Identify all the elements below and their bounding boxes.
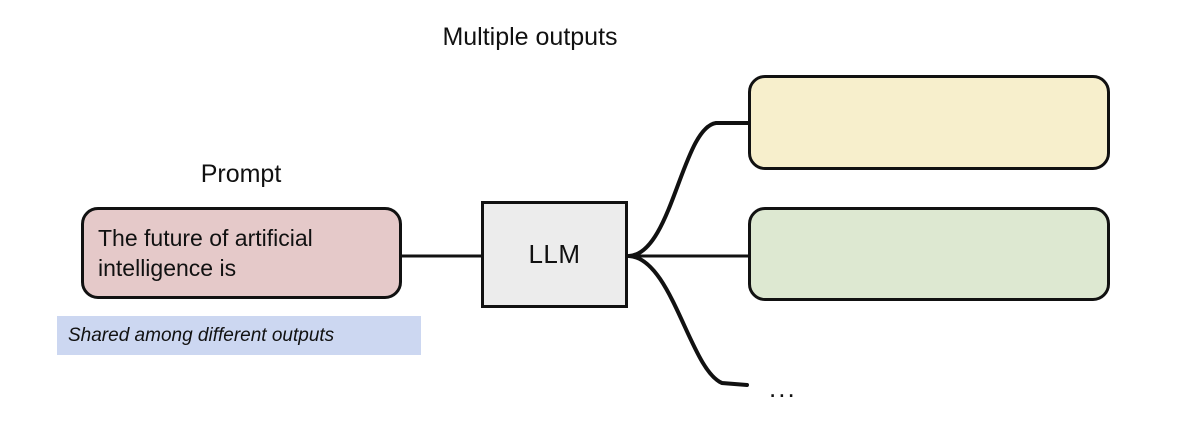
shared-note-text: Shared among different outputs xyxy=(68,324,335,346)
ellipsis-more-outputs: ... xyxy=(769,373,797,403)
connector-llm-to-ellipsis xyxy=(627,254,749,387)
multiple-outputs-title: Multiple outputs xyxy=(442,23,618,51)
output-box-2 xyxy=(748,207,1110,301)
shared-note-banner: Shared among different outputs xyxy=(57,316,421,355)
llm-box: LLM xyxy=(481,201,628,308)
llm-box-text: LLM xyxy=(528,239,581,269)
prompt-box: The future of artificial intelligence is xyxy=(81,207,402,299)
prompt-label: Prompt xyxy=(200,160,282,188)
output-box-1 xyxy=(748,75,1110,170)
prompt-box-text: The future of artificial intelligence is xyxy=(98,224,313,281)
connector-llm-to-output-1 xyxy=(627,121,751,258)
